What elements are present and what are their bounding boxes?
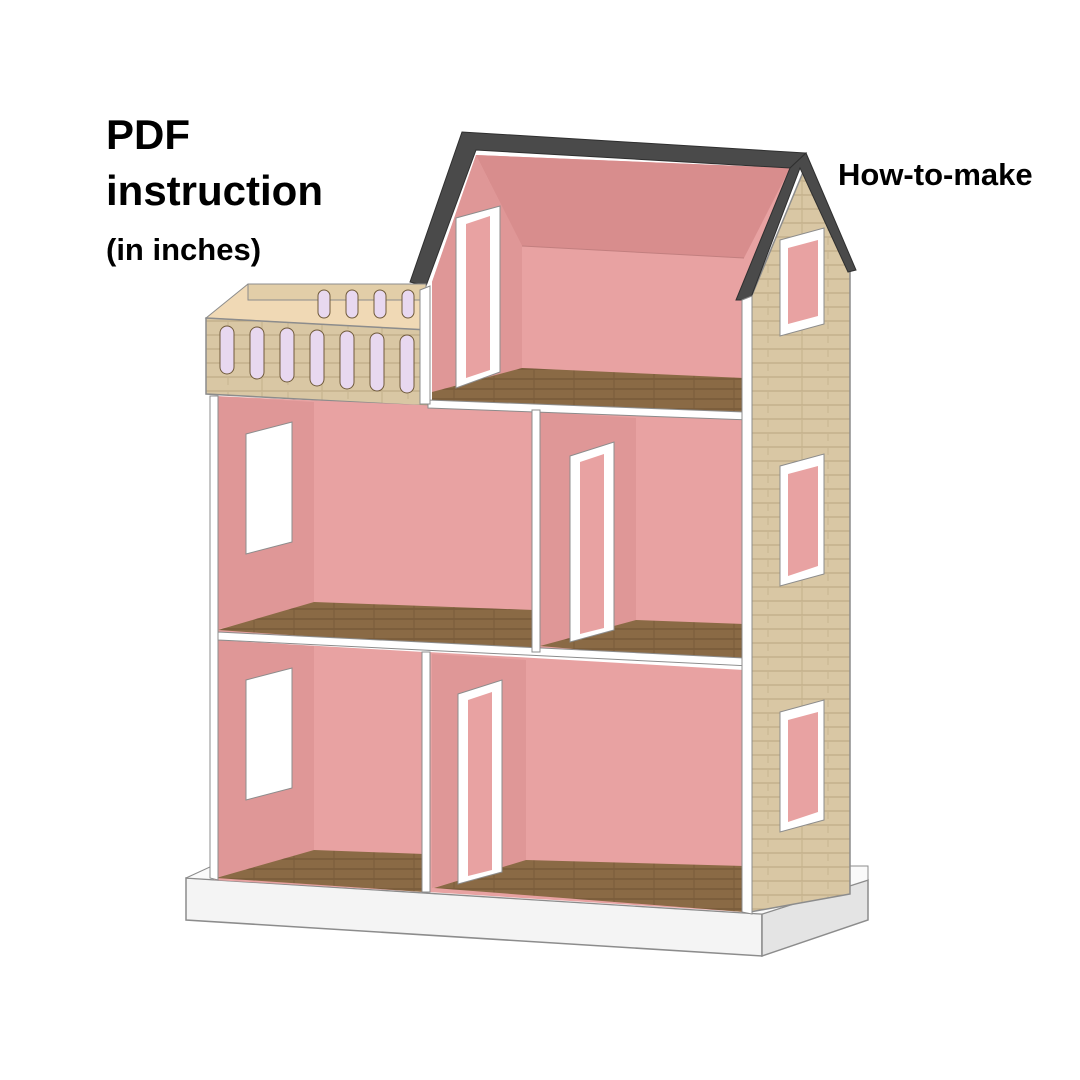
second-floor-right-room — [534, 410, 744, 664]
how-to-make-label: How-to-make — [838, 157, 1033, 192]
ground-floor-right-room — [428, 652, 744, 912]
ground-floor-left-room — [214, 640, 424, 892]
balcony — [204, 283, 429, 407]
structural-trim — [209, 285, 753, 915]
title-line-instruction: instruction — [106, 167, 323, 214]
second-floor-left-room — [214, 396, 534, 652]
side-window-middle — [779, 453, 825, 587]
unit-note: (in inches) — [106, 232, 262, 267]
attic-room — [432, 155, 790, 418]
side-window-bottom — [779, 699, 825, 833]
side-window-top — [779, 227, 825, 337]
title-line-pdf: PDF — [106, 111, 190, 158]
